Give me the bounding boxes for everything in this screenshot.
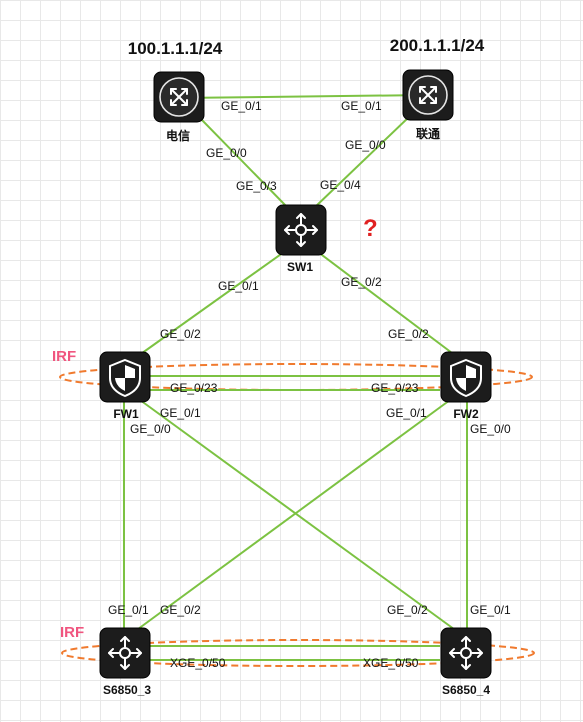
link-sw1-fw1: [137, 251, 285, 357]
port-label: GE_0/2: [388, 327, 429, 341]
switch-icon: [284, 213, 318, 247]
telecom-ip-label: 100.1.1.1/24: [128, 39, 223, 58]
router-icon: [170, 88, 188, 106]
port-label: GE_0/2: [341, 275, 382, 289]
irf-label-bottom: IRF: [60, 624, 84, 641]
port-label: GE_0/2: [160, 327, 201, 341]
link-sw1-fw2: [317, 251, 457, 357]
port-label: GE_0/1: [341, 99, 382, 113]
router-telecom[interactable]: [153, 71, 205, 123]
link-fw2-s3: [133, 399, 451, 633]
sw1-name: SW1: [287, 260, 313, 274]
switch-sw1[interactable]: [275, 204, 327, 256]
port-label: GE_0/0: [206, 146, 247, 160]
port-label: GE_0/0: [470, 422, 511, 436]
switch-s6850-4[interactable]: [440, 627, 492, 679]
fw1-name: FW1: [113, 407, 139, 421]
port-label: GE_0/0: [130, 422, 171, 436]
port-label: GE_0/0: [345, 138, 386, 152]
links: [123, 94, 468, 661]
link-fw1-s4: [139, 399, 459, 633]
port-label: GE_0/1: [108, 603, 149, 617]
port-label: GE_0/1: [386, 406, 427, 420]
port-label: GE_0/4: [320, 178, 361, 192]
port-label: GE_0/2: [387, 603, 428, 617]
router-icon: [419, 86, 437, 104]
firewall-fw1[interactable]: [99, 351, 151, 403]
irf-label-top: IRF: [52, 348, 76, 365]
switch-s6850-3[interactable]: [99, 627, 151, 679]
fw2-name: FW2: [453, 407, 479, 421]
port-label: GE_0/2: [160, 603, 201, 617]
port-label: GE_0/23: [170, 381, 218, 395]
port-label: XGE_0/50: [363, 656, 419, 670]
port-label: GE_0/3: [236, 179, 277, 193]
port-label: GE_0/1: [221, 99, 262, 113]
link-unicom-sw1: [313, 115, 411, 209]
port-label: GE_0/23: [371, 381, 419, 395]
irf-ring-bottom: [61, 639, 535, 667]
firewall-fw2[interactable]: [440, 351, 492, 403]
port-label: GE_0/1: [218, 279, 259, 293]
shield-icon: [450, 358, 482, 398]
switch-icon: [449, 636, 483, 670]
unicom-ip-label: 200.1.1.1/24: [390, 36, 485, 55]
link-telecom-unicom: [177, 94, 429, 99]
port-label: GE_0/1: [160, 406, 201, 420]
s6850-3-name: S6850_3: [103, 683, 151, 697]
port-label: XGE_0/50: [170, 656, 226, 670]
unicom-name: 联通: [416, 126, 440, 141]
telecom-name: 电信: [166, 128, 190, 143]
question-mark: ?: [363, 215, 378, 242]
link-telecom-sw1: [199, 117, 289, 209]
router-unicom[interactable]: [402, 69, 454, 121]
port-label: GE_0/1: [470, 603, 511, 617]
shield-icon: [109, 358, 141, 398]
switch-icon: [108, 636, 142, 670]
s6850-4-name: S6850_4: [442, 683, 490, 697]
